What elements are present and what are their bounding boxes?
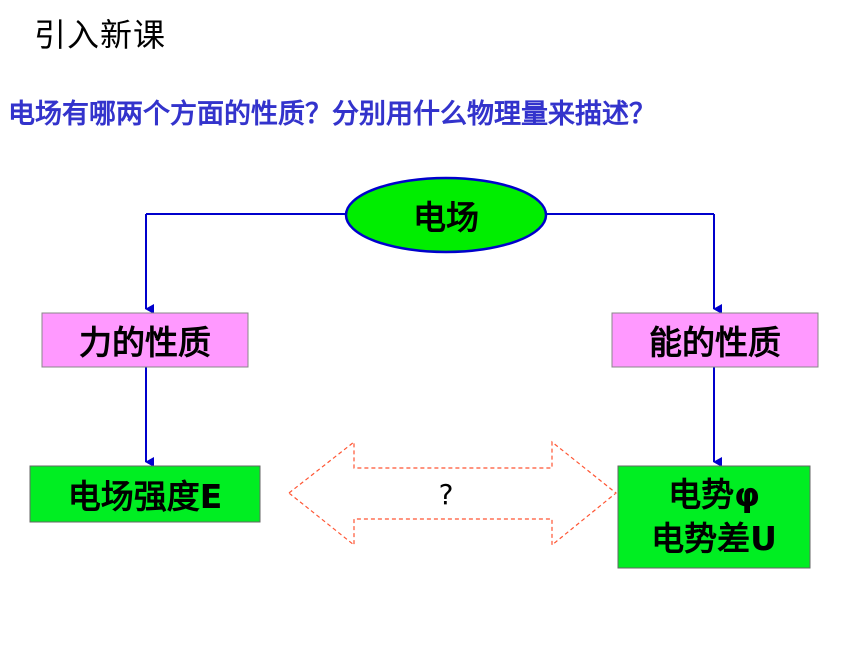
potential-difference-label: 电势差U [651, 519, 777, 558]
force-property-label: 力的性质 [79, 323, 211, 362]
double-arrow-shape [288, 440, 617, 547]
force-property-box [41, 312, 249, 368]
page-title: 引入新课 [34, 16, 167, 54]
potential-box [617, 465, 811, 569]
question-text: 电场有哪两个方面的性质？分别用什么物理量来描述？ [8, 99, 656, 130]
electric-field-node [344, 176, 548, 254]
connector-left [145, 213, 346, 314]
field-strength-label: 电场强度E [67, 477, 223, 516]
connector-right [546, 213, 722, 314]
potential-label: 电势φ [668, 475, 760, 514]
field-strength-box [29, 465, 261, 523]
energy-property-label: 能的性质 [649, 323, 781, 362]
energy-property-box [611, 312, 819, 368]
potential-label-group: 电势φ 电势差U [618, 466, 810, 568]
electric-field-label: 电场 [413, 198, 479, 237]
relation-question-mark: ? [438, 477, 454, 511]
